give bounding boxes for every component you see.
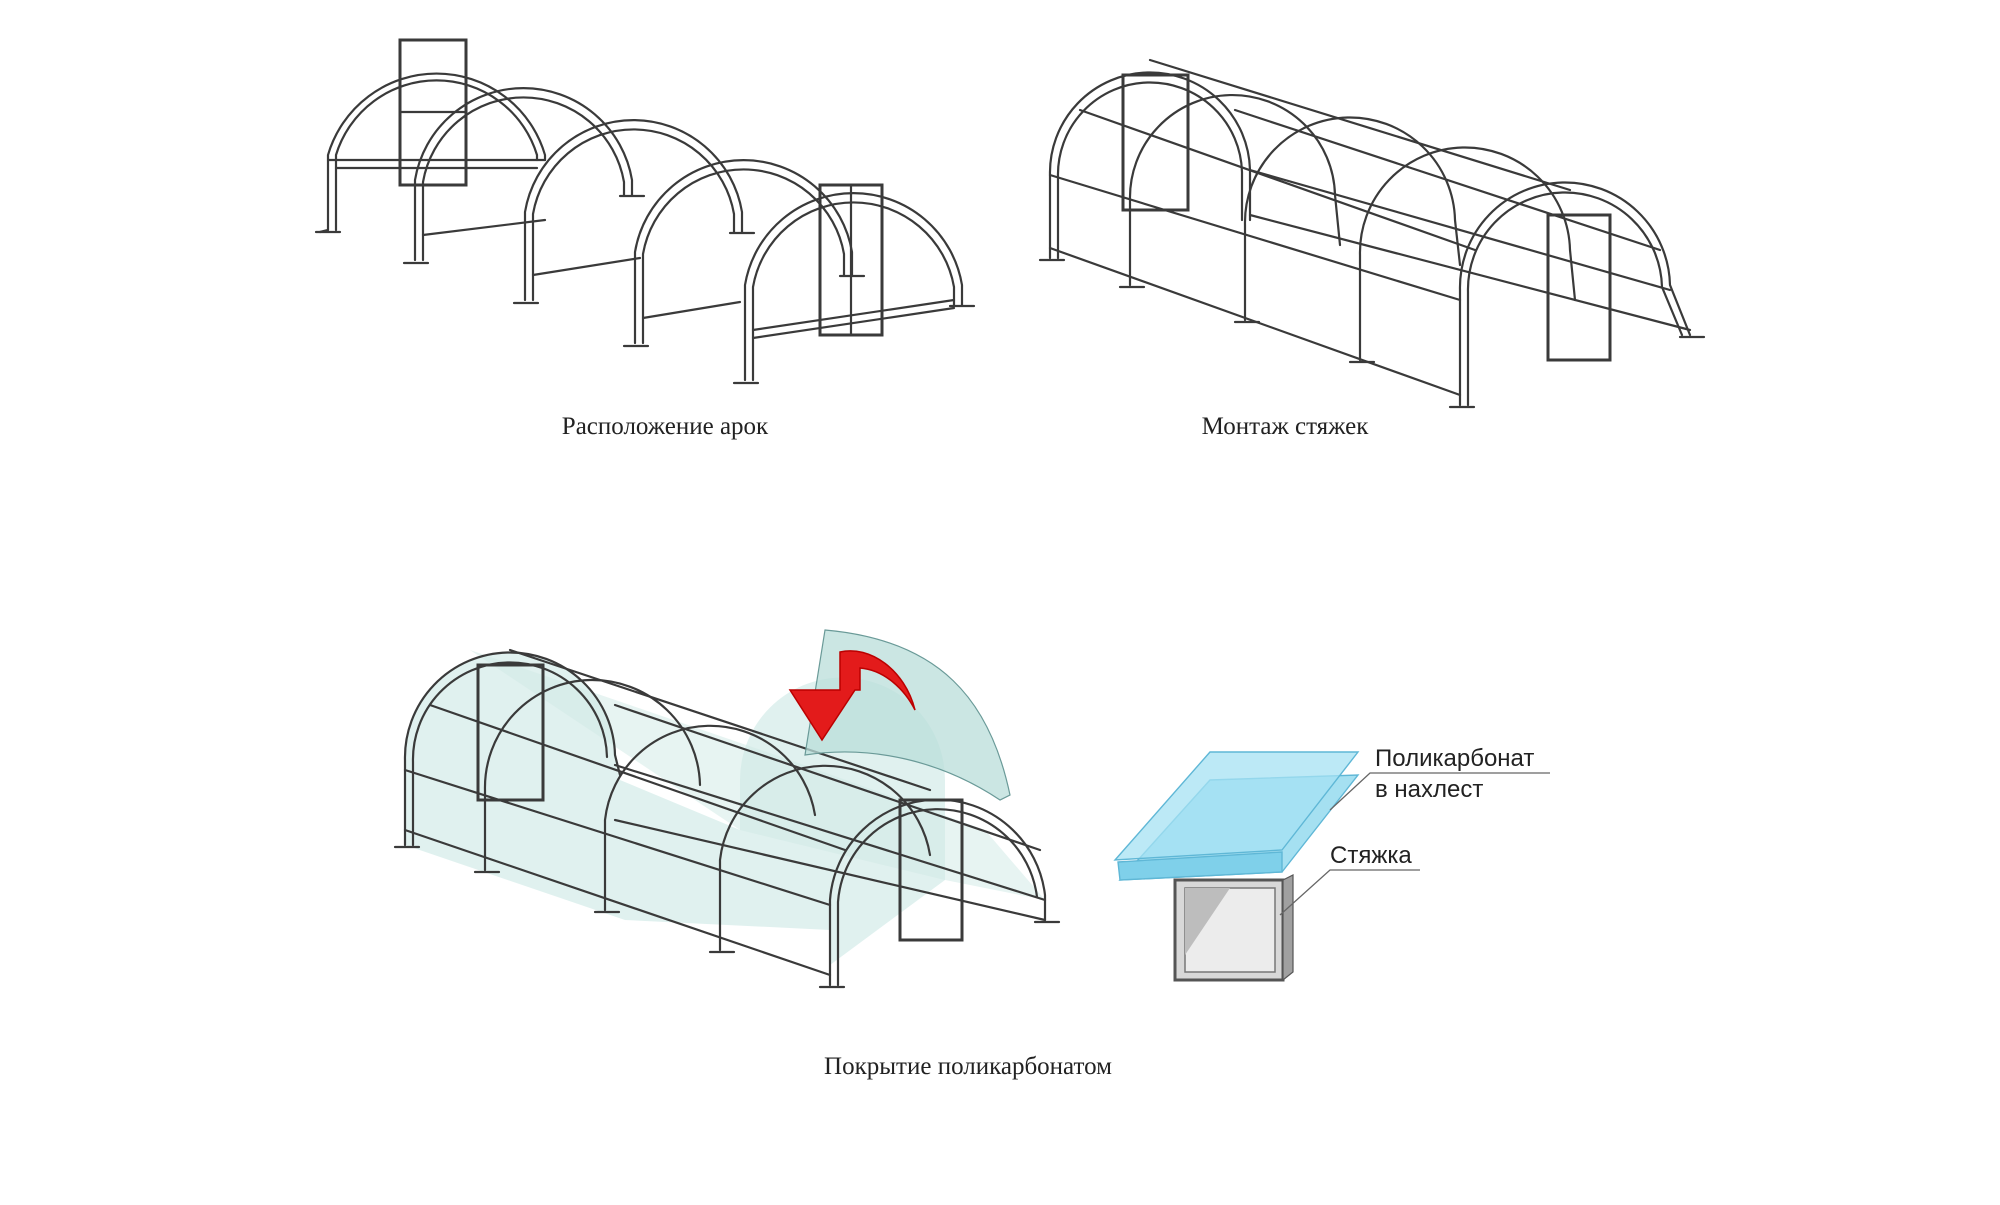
polycarbonate-cover-illustration	[393, 629, 1061, 989]
arch-rear	[732, 183, 976, 385]
placement-arrow-icon	[788, 650, 916, 742]
caption-polycarbonate-cover: Покрытие поликарбонатом	[824, 1053, 1112, 1080]
overlap-callout: Поликарбонат в нахлест	[1375, 743, 1534, 805]
overlap-detail	[1113, 751, 1550, 982]
leader-lines	[1279, 772, 1550, 916]
caption-arch-layout: Расположение арок	[561, 413, 769, 440]
overlap-label-line1: Поликарбонат	[1375, 745, 1535, 772]
polycarbonate-layers	[1113, 751, 1360, 881]
arch-2	[402, 87, 646, 265]
arch-4	[622, 159, 866, 348]
tie-label: Стяжка	[1330, 842, 1412, 869]
arch-front	[314, 38, 547, 234]
tie-profile	[1173, 874, 1294, 982]
tie-mounting-illustration	[1038, 58, 1706, 409]
overlap-label-line2: в нахлест	[1375, 776, 1484, 803]
caption-tie-mounting: Монтаж стяжек	[1201, 413, 1369, 440]
arch-layout-illustration	[314, 38, 976, 385]
arch-3	[512, 119, 756, 305]
